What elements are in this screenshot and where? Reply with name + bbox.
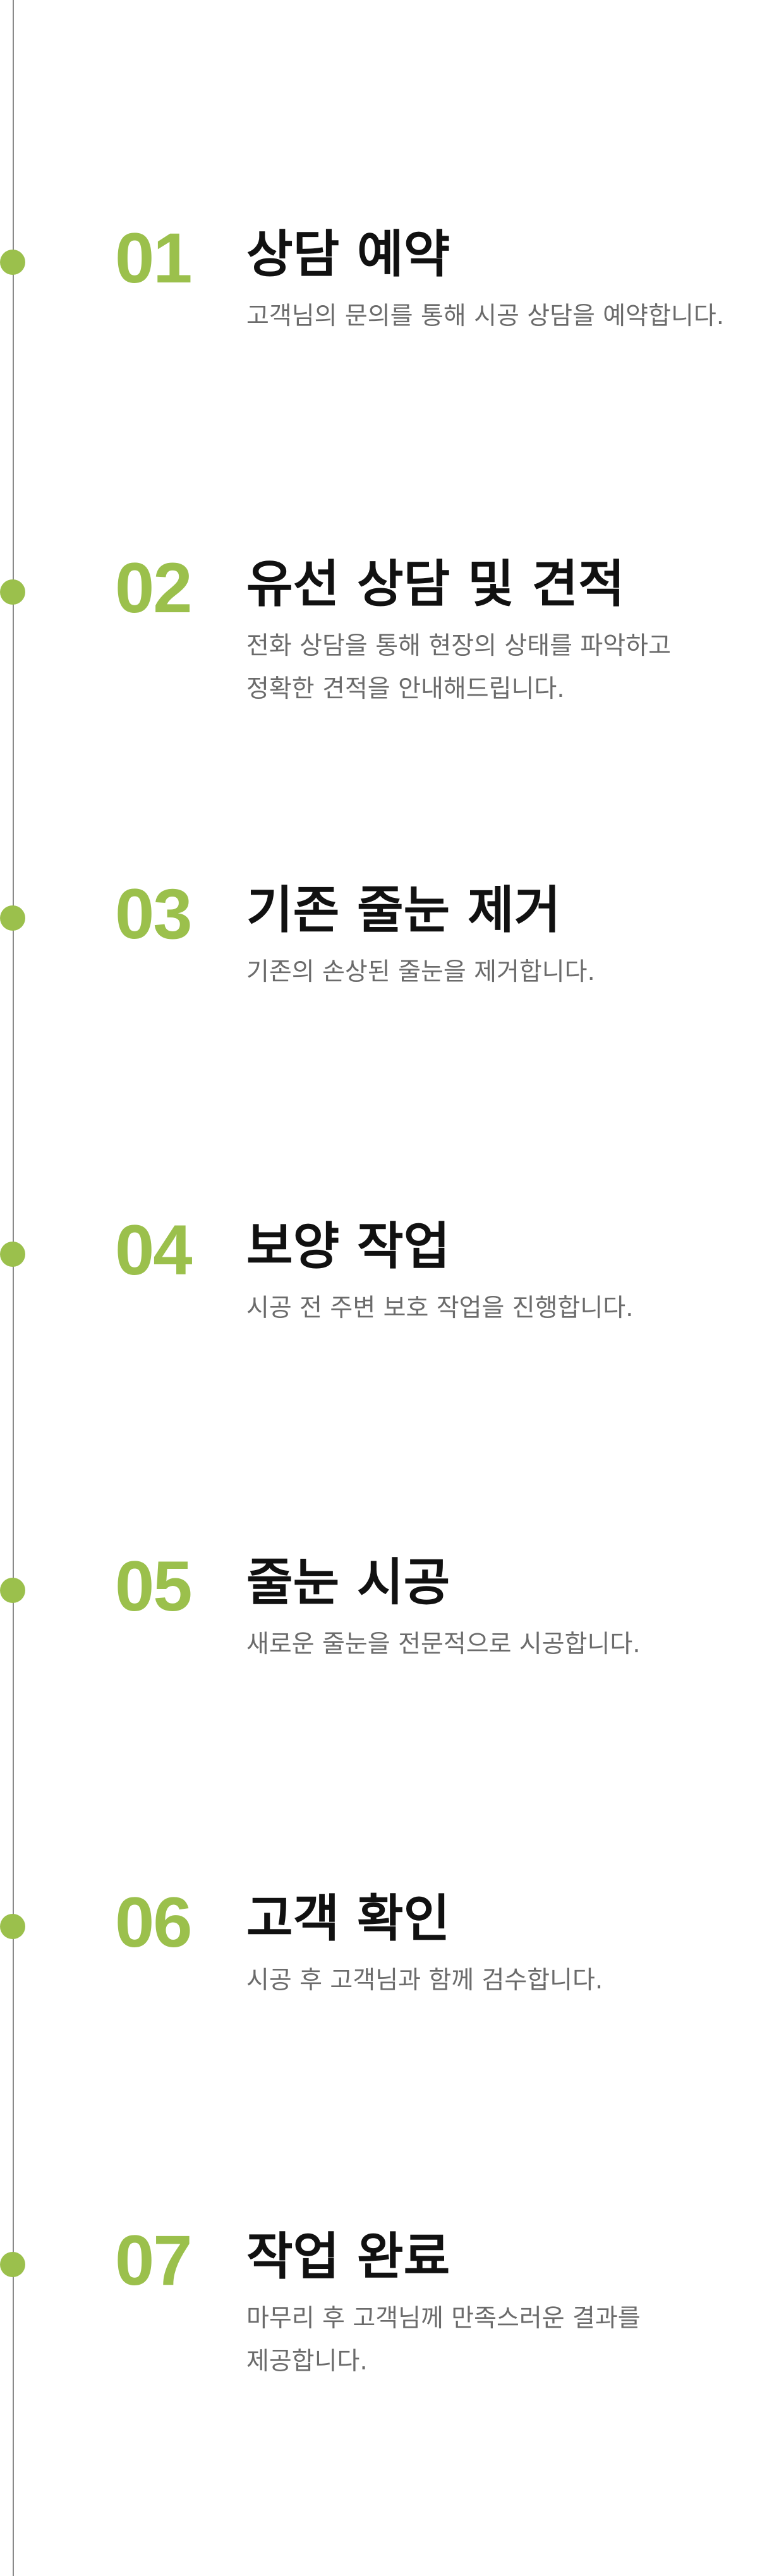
step-title: 상담 예약	[246, 225, 450, 284]
step-number: 05	[115, 1547, 193, 1626]
step-title: 작업 완료	[246, 2227, 450, 2286]
timeline-dot	[0, 2252, 25, 2277]
step-number: 06	[115, 1883, 193, 1962]
step-number: 03	[115, 874, 193, 953]
process-step-03: 03 기존 줄눈 제거 기존의 손상된 줄눈을 제거합니다.	[0, 879, 767, 1085]
process-step-02: 02 유선 상담 및 견적 전화 상담을 통해 현장의 상태를 파악하고 정확한…	[0, 553, 767, 759]
timeline-dot	[0, 1914, 25, 1939]
timeline-dot	[0, 1578, 25, 1603]
step-number: 04	[115, 1211, 193, 1290]
step-description: 고객님의 문의를 통해 시공 상담을 예약합니다.	[246, 302, 725, 330]
step-description: 전화 상담을 통해 현장의 상태를 파악하고 정확한 견적을 안내해드립니다.	[246, 632, 671, 703]
timeline-dot	[0, 905, 25, 931]
step-description: 시공 전 주변 보호 작업을 진행합니다.	[246, 1294, 634, 1322]
process-step-06: 06 고객 확인 시공 후 고객님과 함께 검수합니다.	[0, 1887, 767, 2093]
step-number: 02	[115, 548, 193, 627]
timeline-dot	[0, 579, 25, 605]
timeline-dot	[0, 250, 25, 275]
step-number: 07	[115, 2221, 193, 2300]
step-title: 유선 상담 및 견적	[246, 555, 625, 614]
process-step-05: 05 줄눈 시공 새로운 줄눈을 전문적으로 시공합니다.	[0, 1551, 767, 1757]
timeline-dot	[0, 1242, 25, 1267]
step-title: 보양 작업	[246, 1217, 450, 1276]
process-step-04: 04 보양 작업 시공 전 주변 보호 작업을 진행합니다.	[0, 1215, 767, 1421]
timeline-line	[13, 0, 14, 2576]
process-step-01: 01 상담 예약 고객님의 문의를 통해 시공 상담을 예약합니다.	[0, 223, 767, 429]
step-number: 01	[115, 219, 193, 298]
step-description: 시공 후 고객님과 함께 검수합니다.	[246, 1966, 603, 1995]
step-title: 줄눈 시공	[246, 1553, 450, 1612]
step-description: 기존의 손상된 줄눈을 제거합니다.	[246, 958, 595, 986]
step-title: 기존 줄눈 제거	[246, 881, 561, 940]
step-title: 고객 확인	[246, 1889, 450, 1948]
process-step-07: 07 작업 완료 마무리 후 고객님께 만족스러운 결과를 제공합니다.	[0, 2225, 767, 2431]
step-description: 새로운 줄눈을 전문적으로 시공합니다.	[246, 1630, 641, 1659]
step-description: 마무리 후 고객님께 만족스러운 결과를 제공합니다.	[246, 2304, 641, 2376]
